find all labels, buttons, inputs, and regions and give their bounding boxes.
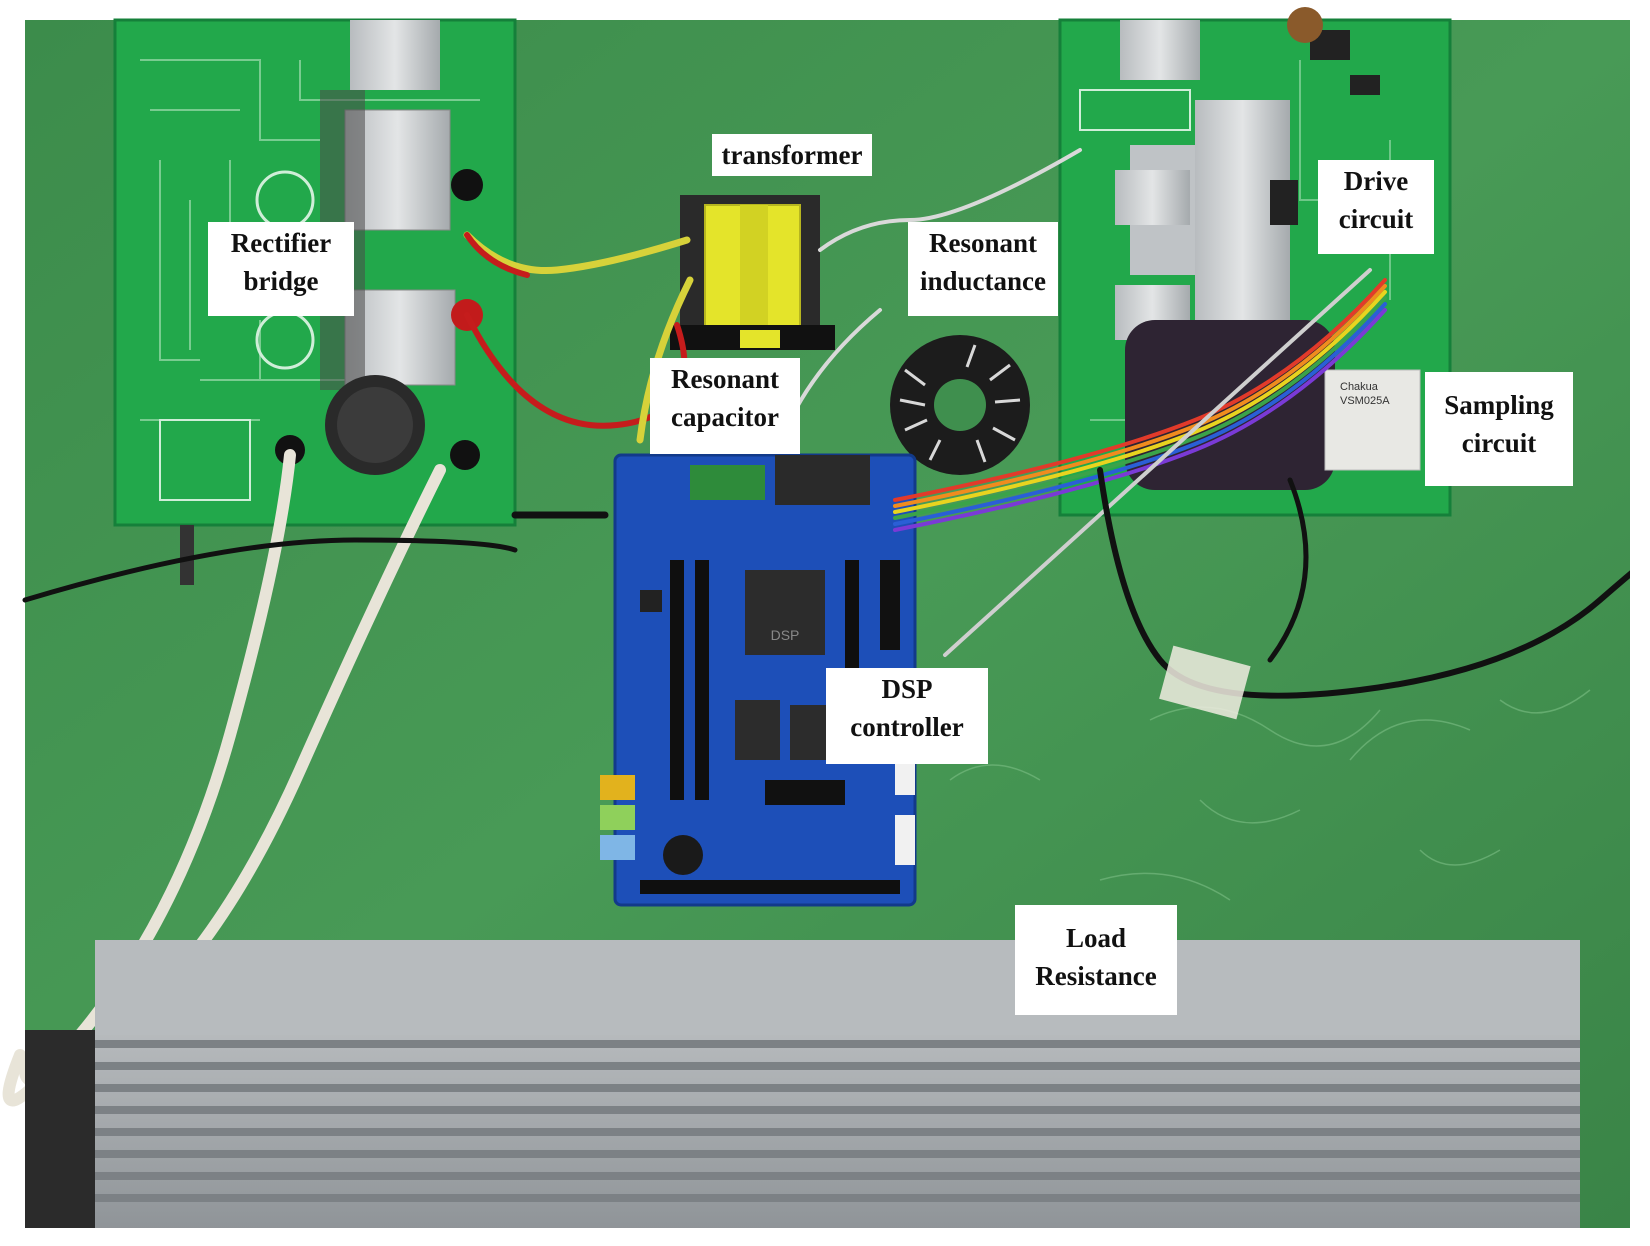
label-dsp-controller: DSP controller <box>826 668 988 764</box>
label-resonant-inductance: Resonant inductance <box>908 222 1058 316</box>
transformer-part <box>670 195 835 350</box>
sampling-module-brand: Chakua <box>1340 381 1378 393</box>
dsp-chip-text: DSP <box>771 627 800 643</box>
sampling-module-text: Chakua VSM025A <box>1340 380 1400 408</box>
label-rectifier-bridge: Rectifier bridge <box>208 222 354 316</box>
label-sampling-circuit: Sampling circuit <box>1425 372 1573 486</box>
label-transformer: transformer <box>712 134 872 176</box>
sampling-module <box>1324 369 1421 471</box>
label-resonant-capacitor: Resonant capacitor <box>650 358 800 454</box>
drive-board <box>1058 7 1452 517</box>
dsp-board: DSP <box>600 453 917 907</box>
load-resistor <box>25 940 1580 1230</box>
resonant-inductor <box>890 335 1030 475</box>
label-load-resistance: Load Resistance <box>1015 905 1177 1015</box>
label-drive-circuit: Drive circuit <box>1318 160 1434 254</box>
sampling-module-model: VSM025A <box>1340 395 1390 407</box>
